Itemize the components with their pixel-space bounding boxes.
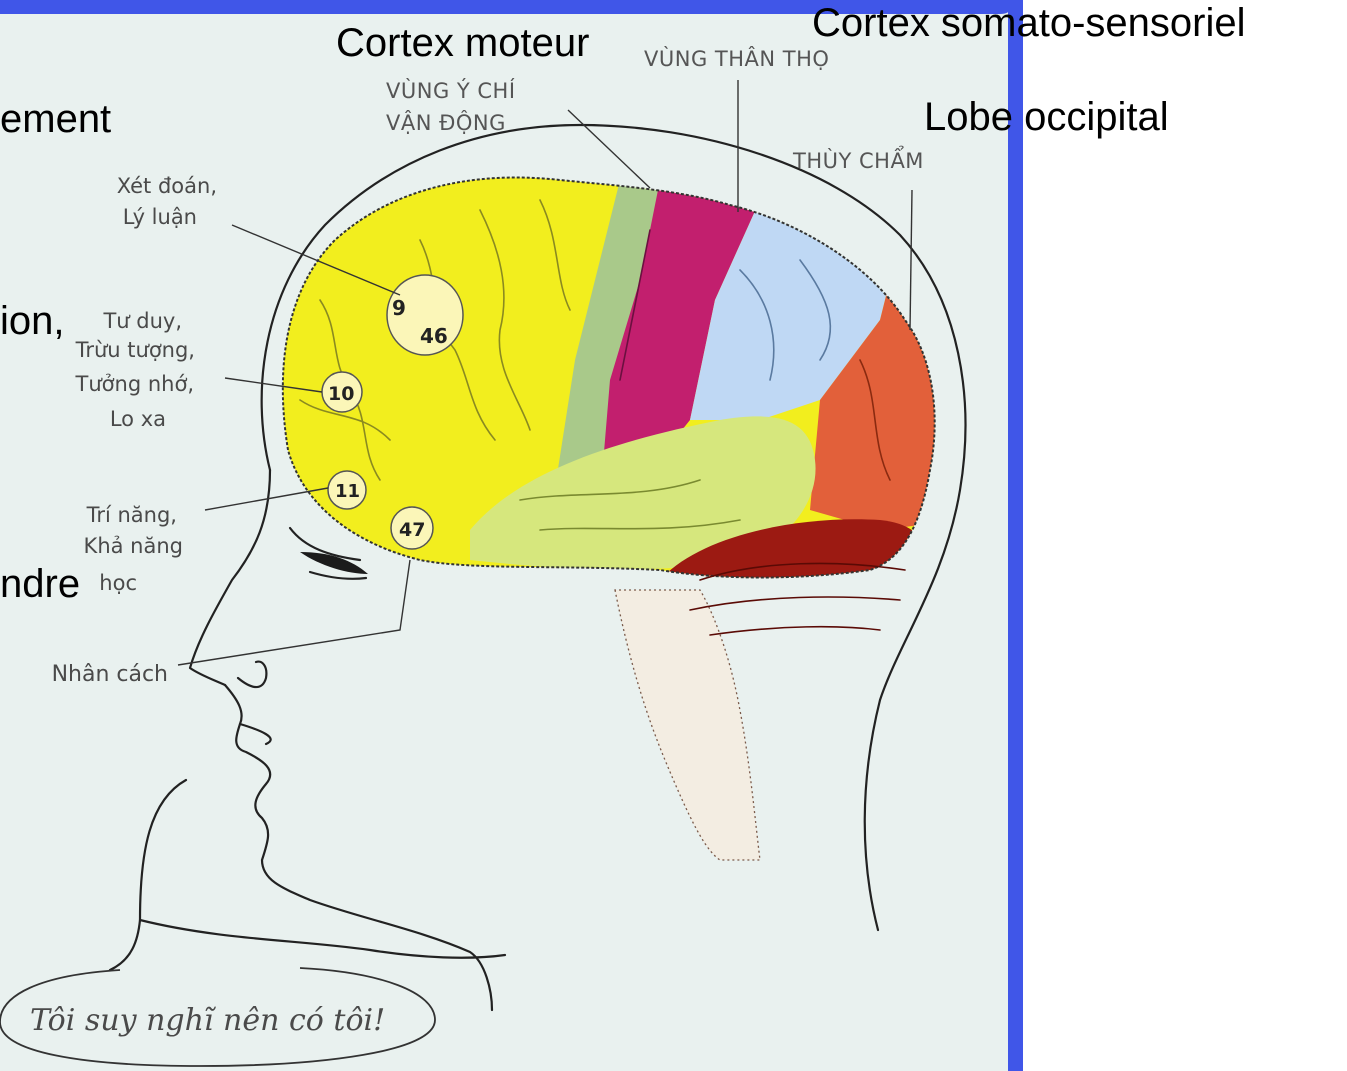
label-cortex-somato-sensoriel: Cortex somato-sensoriel [812, 1, 1246, 45]
label-vung-than-tho: VÙNG THÂN THỌ [644, 46, 829, 71]
label-ndre-fragment: ndre [0, 562, 80, 606]
label-kha-nang: Khả năng [84, 534, 183, 558]
area-9-label: 9 [392, 296, 406, 320]
area-46-label: 46 [420, 324, 448, 348]
label-lobe-occipital: Lobe occipital [924, 95, 1169, 139]
label-nhan-cach: Nhân cách [52, 662, 168, 687]
speech-bubble-text: Tôi suy nghĩ nên có tôi! [30, 1003, 385, 1038]
slide-background-right [1022, 0, 1347, 1071]
area-10-label: 10 [328, 383, 354, 405]
label-xet-doan: Xét đoán, [117, 174, 217, 198]
label-vung-y-chi-line2: VẬN ĐỘNG [386, 110, 506, 135]
label-tri-nang: Trí năng, [86, 503, 177, 527]
label-ement-fragment: ement [0, 97, 111, 141]
area-11-label: 11 [335, 481, 360, 502]
area-47-label: 47 [399, 519, 425, 541]
label-hoc: học [99, 571, 137, 595]
accent-bar-vertical [1008, 0, 1023, 1071]
label-cortex-moteur: Cortex moteur [336, 21, 589, 65]
label-tu-duy: Tư duy, [102, 309, 182, 333]
label-vung-y-chi-line1: VÙNG Ý CHÍ [386, 78, 516, 103]
label-ly-luan: Lý luận [123, 205, 197, 229]
label-lo-xa: Lo xa [110, 407, 166, 431]
label-thuy-cham: THÙY CHẨM [792, 146, 924, 173]
label-tuong-nho: Tưởng nhớ, [75, 372, 194, 396]
label-truu-tuong: Trừu tượng, [75, 338, 195, 362]
label-ion-fragment: ion, [0, 299, 65, 343]
